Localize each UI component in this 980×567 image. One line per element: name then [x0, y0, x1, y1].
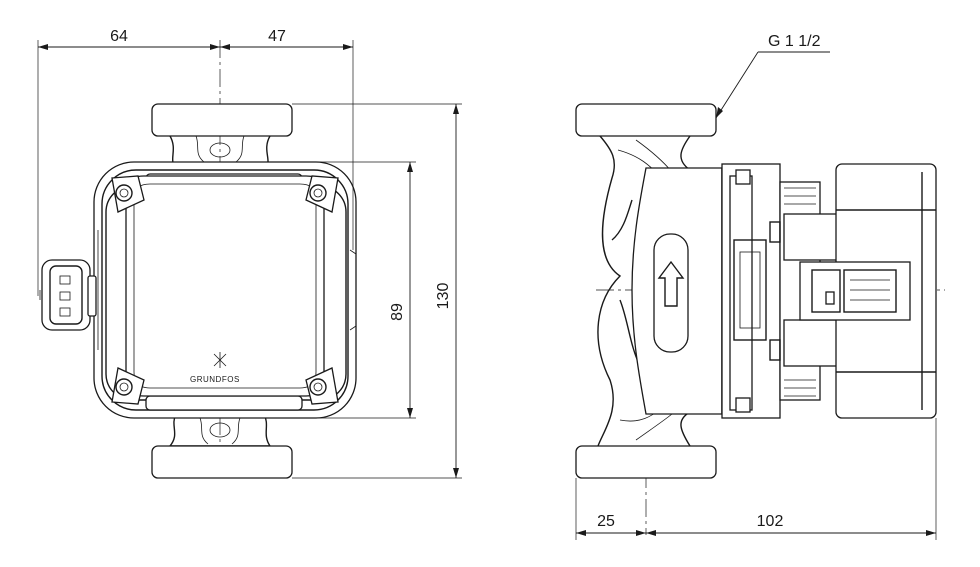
screw-bottom-right [305, 367, 339, 405]
side-bottom-dimensions: 25 102 [575, 418, 937, 540]
dim-left-width: 64 [110, 28, 128, 45]
front-top-dimensions: 64 47 [37, 28, 354, 296]
front-bottom-flange [151, 413, 293, 479]
front-control-box [93, 161, 357, 419]
brand-logo: GRUNDFOS [190, 352, 240, 384]
side-pump-housing [575, 103, 717, 479]
brand-logo-text: GRUNDFOS [190, 375, 240, 384]
screw-bottom-left [111, 367, 145, 405]
thread-label: G 1 1/2 [768, 33, 821, 50]
side-motor-can [799, 163, 937, 419]
flow-direction-badge [653, 233, 689, 353]
front-view: GRUNDFOS 64 47 [37, 28, 462, 479]
dim-total-height: 130 [435, 283, 452, 310]
front-screws [111, 175, 339, 405]
side-stator-housing [631, 167, 723, 415]
screw-top-right [305, 175, 339, 213]
side-view: G 1 1/2 25 102 [575, 33, 945, 540]
dim-body-height: 89 [389, 303, 406, 321]
flow-arrow-icon [657, 260, 685, 307]
thread-leader: G 1 1/2 [715, 33, 830, 119]
dim-right-width: 47 [268, 28, 286, 45]
front-top-flange [151, 103, 293, 169]
dim-flange-offset: 25 [597, 513, 615, 530]
front-height-dimensions: 89 130 [240, 103, 462, 479]
front-plug [39, 259, 97, 331]
screw-top-left [111, 175, 145, 213]
dim-motor-length: 102 [757, 513, 784, 530]
